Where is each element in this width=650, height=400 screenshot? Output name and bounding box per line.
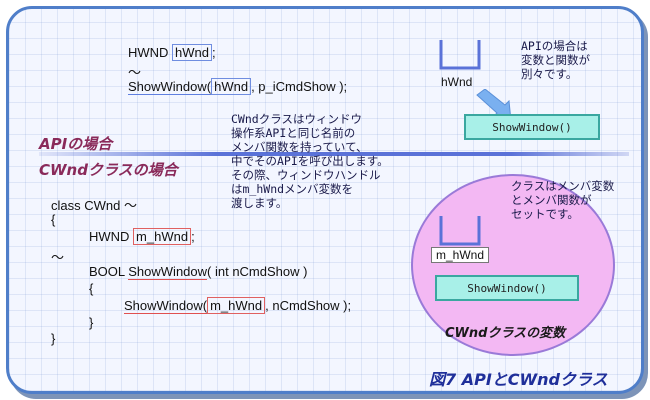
api-call-arg: hWnd	[211, 78, 252, 95]
cwnd-member-end: ;	[191, 229, 195, 244]
cwnd-inner-open: {	[89, 281, 94, 296]
cwnd-member-line: HWND m_hWnd;	[89, 228, 195, 245]
heading-api: APIの場合	[39, 135, 113, 153]
api-decl-type: HWND	[128, 45, 173, 60]
cwnd-method-line: BOOL ShowWindow( int nCmdShow )	[89, 264, 308, 280]
cwnd-var-label-text: m_hWnd	[436, 248, 485, 262]
api-note: APIの場合は 変数と関数が 別々です。	[521, 39, 590, 81]
cwnd-variable-bucket	[439, 216, 481, 246]
api-decl-var: hWnd	[172, 44, 213, 61]
cwnd-inner-call-line: ShowWindow(m_hWnd, nCmdShow );	[124, 297, 352, 314]
cwnd-method-name: ShowWindow	[128, 264, 208, 280]
cwnd-method-post: ( int nCmdShow )	[207, 264, 308, 279]
cwnd-open-brace: {	[51, 212, 56, 227]
ellipse-label: CWndクラスの変数	[445, 326, 566, 341]
cwnd-member-type: HWND	[89, 229, 134, 244]
api-var-label: hWnd	[441, 75, 473, 89]
cwnd-inner-call: ShowWindow(	[124, 298, 208, 314]
cwnd-tilde: ～	[51, 250, 65, 265]
cwnd-inner-rest: , nCmdShow );	[265, 298, 352, 313]
cwnd-member-var: m_hWnd	[133, 228, 192, 245]
api-arrow	[476, 89, 512, 122]
cwnd-var-label: m_hWnd	[431, 247, 490, 263]
cwnd-method-pre: BOOL	[89, 264, 129, 279]
api-call-rest: , p_iCmdShow );	[251, 79, 348, 94]
cwnd-inner-arg: m_hWnd	[207, 297, 266, 314]
cwnd-close-brace: }	[51, 331, 56, 346]
cwnd-func-box: ShowWindow()	[435, 275, 579, 301]
api-call-func: ShowWindow(	[128, 79, 212, 95]
divider-line	[39, 152, 629, 156]
middle-note: CWndクラスはウィンドウ 操作系APIと同じ名前の メンバ関数を持っていて、 …	[231, 112, 389, 210]
figure-frame: HWND hWnd; ～ ShowWindow(hWnd, p_iCmdShow…	[6, 6, 644, 394]
cwnd-inner-close: }	[89, 315, 94, 330]
api-tilde: ～	[128, 65, 142, 80]
api-decl-line: HWND hWnd;	[128, 44, 216, 61]
figure-caption: 図7 APIとCWndクラス	[429, 370, 608, 389]
class-note: クラスはメンバ変数 とメンバ関数が セットです。	[511, 179, 615, 221]
api-call-line: ShowWindow(hWnd, p_iCmdShow );	[128, 78, 348, 95]
api-decl-end: ;	[212, 45, 216, 60]
class-ellipse	[411, 174, 615, 356]
api-variable-bucket	[439, 40, 481, 70]
cwnd-class-line: class CWnd ～	[51, 198, 137, 213]
api-func-box: ShowWindow()	[464, 114, 600, 140]
heading-cwnd: CWndクラスの場合	[39, 161, 178, 179]
